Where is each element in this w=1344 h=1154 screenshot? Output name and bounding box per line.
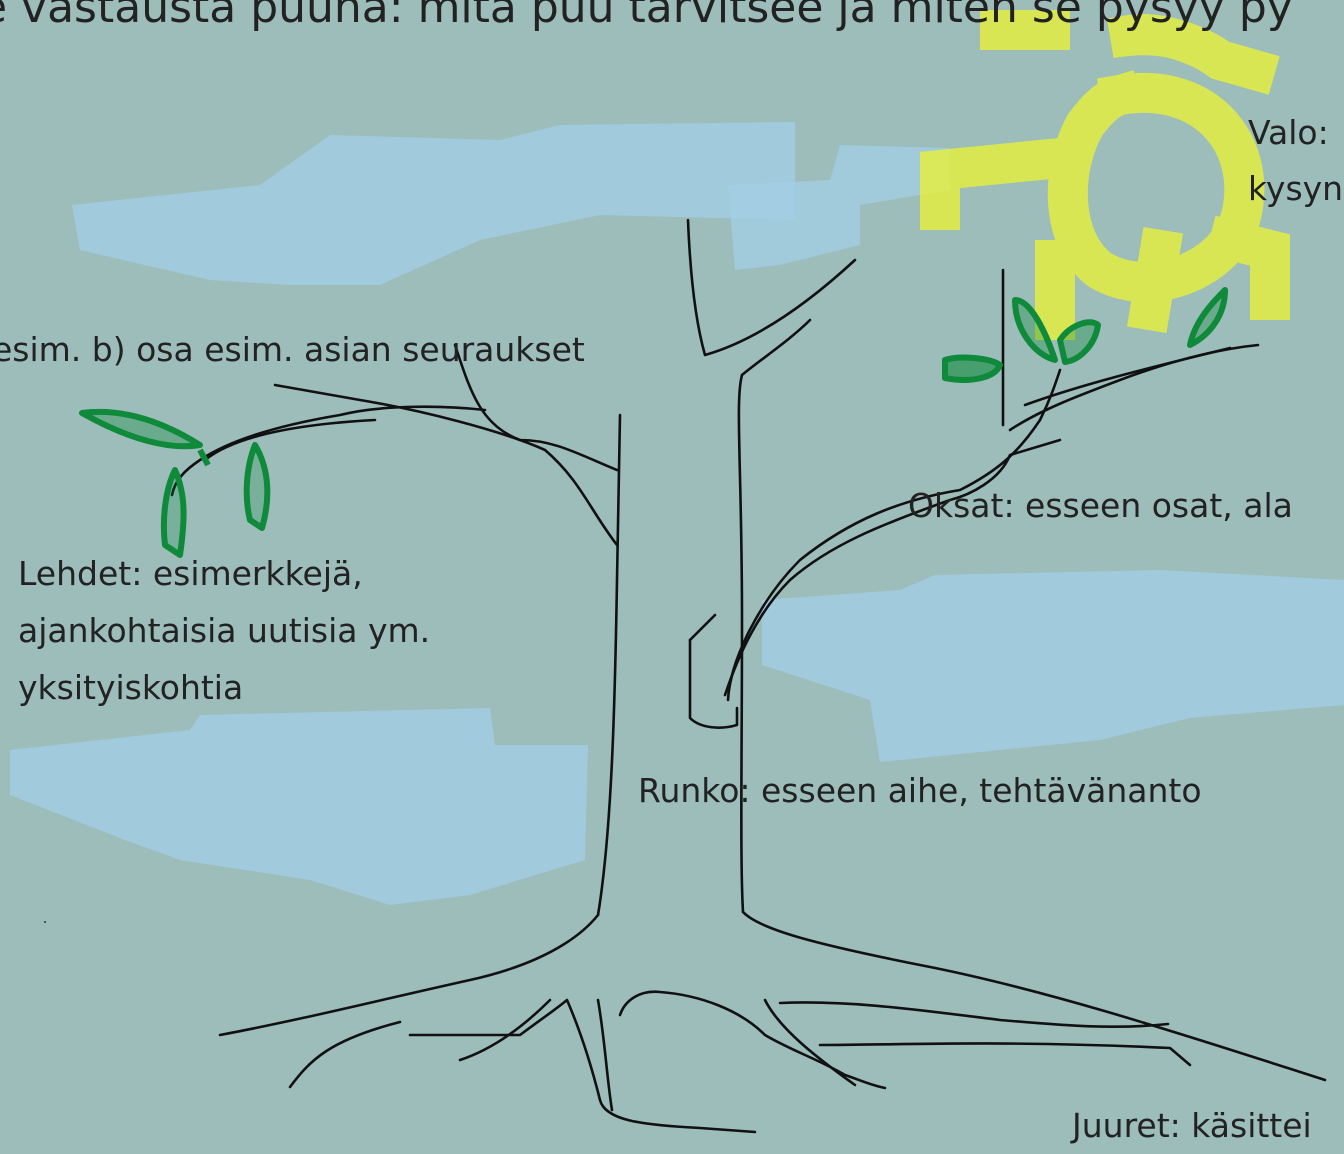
- cloud-top-left: [72, 122, 795, 285]
- cloud-bottom-left: [10, 708, 588, 905]
- trunk-label: Runko: esseen aihe, tehtävänanto: [638, 763, 1202, 819]
- roots-label: Juuret: käsittei: [1072, 1098, 1312, 1154]
- leaves-label-line-3: yksityiskohtia: [18, 659, 430, 716]
- light-label-line-1: Valo:: [1248, 105, 1343, 161]
- leaf-cluster-left: [82, 412, 267, 555]
- stray-dot: [44, 921, 46, 923]
- light-label: Valo: kysyn: [1248, 105, 1343, 217]
- leaves-label-line-1: Lehdet: esimerkkejä,: [18, 545, 430, 602]
- leaves-label-line-2: ajankohtaisia uutisia ym.: [18, 602, 430, 659]
- leaves-label: Lehdet: esimerkkejä, ajankohtaisia uutis…: [18, 545, 430, 716]
- light-label-line-2: kysyn: [1248, 161, 1343, 217]
- page-title: e vastausta puuna: mitä puu tarvitsee ja…: [0, 0, 1293, 38]
- sun-icon: [940, 30, 1270, 320]
- leaf-cluster-right: [945, 290, 1225, 380]
- branches-label: Oksat: esseen osat, ala: [908, 478, 1293, 534]
- left-branch-label: esim. b) osa esim. asian seuraukset: [0, 322, 585, 378]
- cloud-right-middle: [762, 570, 1344, 762]
